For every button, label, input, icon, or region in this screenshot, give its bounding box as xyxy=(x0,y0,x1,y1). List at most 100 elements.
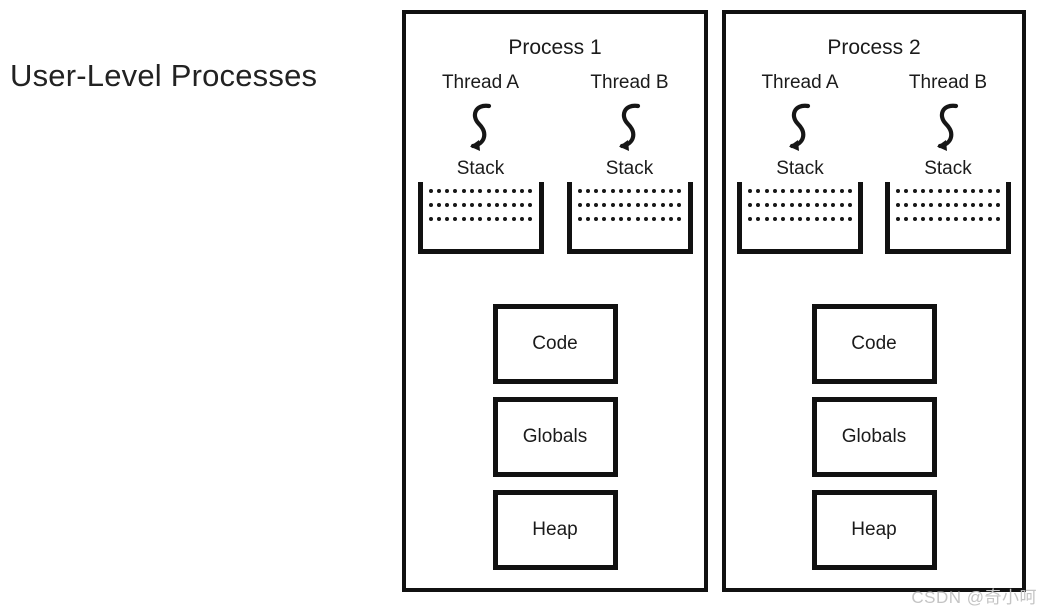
stack-dot xyxy=(954,189,959,193)
segment-box-globals: Globals xyxy=(492,397,618,477)
stack-dot xyxy=(896,189,900,193)
segment-label: Code xyxy=(851,333,897,354)
stack-dot-row xyxy=(577,217,682,221)
stack-dot xyxy=(486,189,491,193)
thread-column-a: Thread A Stack xyxy=(730,72,870,254)
thread-column-b: Thread B Stack xyxy=(878,72,1018,254)
stack-dot xyxy=(511,203,516,207)
stack-dot xyxy=(644,203,649,207)
segment-label: Heap xyxy=(851,519,897,540)
stack-dot xyxy=(979,217,984,221)
stack-dot xyxy=(995,189,1000,193)
stack-dot xyxy=(847,189,852,193)
stack-dot xyxy=(520,217,525,221)
stack-label: Stack xyxy=(924,158,972,179)
stack-dot xyxy=(822,189,827,193)
stack-dot xyxy=(979,203,984,207)
segment-label: Code xyxy=(532,333,578,354)
process-box-1: Process 1 Thread A Stack Thread B Stack xyxy=(402,10,708,592)
stack-dot-row xyxy=(896,217,1000,221)
stack-dot xyxy=(920,189,925,193)
stack-dot xyxy=(896,217,900,221)
stack-dot xyxy=(428,217,433,221)
stack-dot xyxy=(987,189,992,193)
stack-dot xyxy=(748,189,752,193)
stack-dot xyxy=(511,217,516,221)
stack-dot xyxy=(822,217,827,221)
stack-dot xyxy=(453,189,458,193)
stack-dot xyxy=(904,189,909,193)
stack-dot xyxy=(789,203,794,207)
stack-dot xyxy=(669,203,674,207)
stack-dot xyxy=(797,217,802,221)
stack-dot xyxy=(896,203,900,207)
stack-dot xyxy=(839,217,844,221)
stack-dot xyxy=(995,203,1000,207)
stack-dot xyxy=(528,189,533,193)
stack-dot-row xyxy=(896,203,1000,207)
stack-dot xyxy=(585,217,590,221)
stack-dot xyxy=(436,189,441,193)
stack-dot xyxy=(806,217,811,221)
page-title: User-Level Processes xyxy=(10,58,318,93)
stack-dot xyxy=(904,203,909,207)
thread-label: Thread A xyxy=(761,72,839,93)
stack-dot xyxy=(520,203,525,207)
thread-column-b: Thread B Stack xyxy=(560,72,700,254)
stack-dot xyxy=(929,203,934,207)
stack-dot-row xyxy=(577,203,682,207)
stack-dot xyxy=(577,217,582,221)
segment-box-code: Code xyxy=(811,304,937,384)
stack-dot xyxy=(970,203,975,207)
stack-dot xyxy=(428,203,433,207)
stack-dot xyxy=(781,203,786,207)
process-title: Process 1 xyxy=(508,36,602,59)
stack-dot-row xyxy=(428,217,533,221)
stack-dot xyxy=(461,203,466,207)
stack-dot xyxy=(602,189,607,193)
thread-squiggle-arrow-icon xyxy=(618,103,640,151)
thread-columns: Thread A Stack Thread B Stack xyxy=(726,72,1022,254)
stack-label: Stack xyxy=(456,158,505,179)
stack-dot xyxy=(929,217,934,221)
stack-container xyxy=(885,182,1011,254)
stack-container xyxy=(737,182,863,254)
stack-dot-row xyxy=(896,189,1000,193)
stack-dot-row xyxy=(428,189,533,193)
memory-segments: Code Globals Heap xyxy=(406,304,704,570)
stack-dot xyxy=(929,189,934,193)
thread-label: Thread B xyxy=(590,72,669,93)
stack-dot xyxy=(594,189,599,193)
stack-dot xyxy=(797,189,802,193)
stack-dot xyxy=(610,217,615,221)
stack-dot xyxy=(635,217,640,221)
stack-dot xyxy=(486,203,491,207)
stack-dot xyxy=(445,217,450,221)
segment-box-code: Code xyxy=(492,304,618,384)
stack-dot xyxy=(962,189,967,193)
stack-label: Stack xyxy=(776,158,824,179)
stack-dot xyxy=(748,217,752,221)
stack-dot xyxy=(831,217,836,221)
memory-segments: Code Globals Heap xyxy=(726,304,1022,570)
stack-dot xyxy=(806,203,811,207)
stack-dot xyxy=(503,203,508,207)
thread-label: Thread B xyxy=(908,72,988,93)
stack-dot xyxy=(660,203,665,207)
stack-dot xyxy=(602,203,607,207)
stack-dot xyxy=(814,189,819,193)
stack-dot xyxy=(627,217,632,221)
stack-dot xyxy=(677,189,682,193)
stack-dot xyxy=(585,189,590,193)
stack-dot xyxy=(677,217,682,221)
stack-dot xyxy=(528,203,533,207)
stack-dot xyxy=(503,189,508,193)
stack-container xyxy=(417,182,544,254)
stack-dot xyxy=(764,217,769,221)
stack-dot xyxy=(594,217,599,221)
stack-dot xyxy=(945,189,950,193)
stack-dot xyxy=(912,217,917,221)
stack-dot xyxy=(789,217,794,221)
stack-dot xyxy=(945,217,950,221)
stack-dot xyxy=(847,217,852,221)
